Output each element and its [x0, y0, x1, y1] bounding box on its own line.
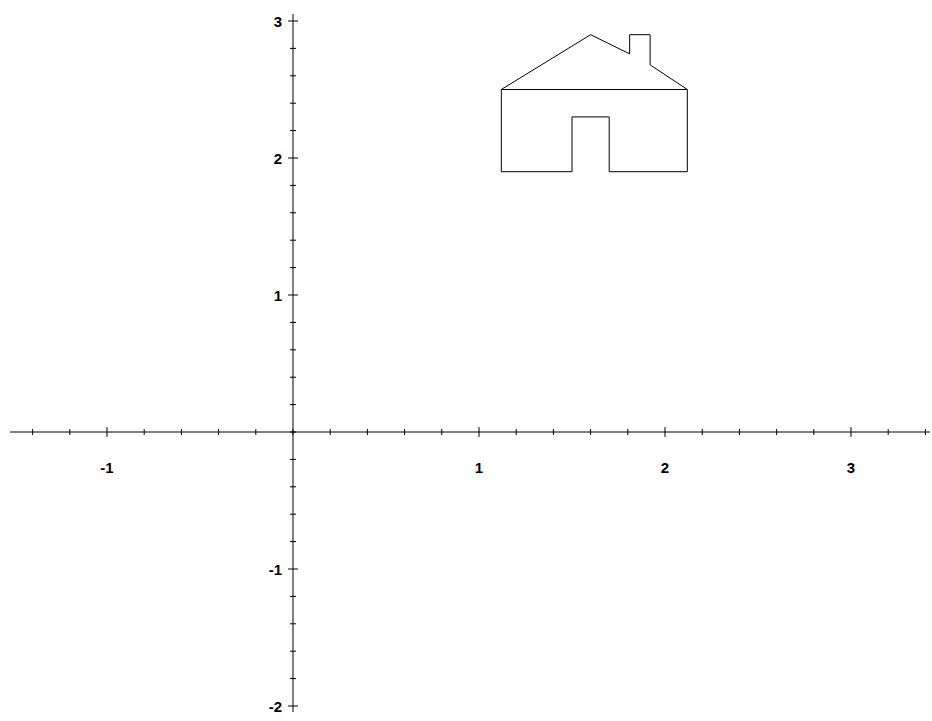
x-axis: [10, 432, 930, 433]
x-tick: [627, 429, 628, 435]
x-tick: [441, 429, 442, 435]
x-tick: [479, 427, 480, 437]
y-tick: [290, 103, 296, 104]
x-tick: [404, 429, 405, 435]
x-tick-label: 3: [847, 460, 855, 475]
x-tick: [553, 429, 554, 435]
x-tick-label: 1: [475, 460, 483, 475]
x-tick: [516, 429, 517, 435]
y-tick: [288, 706, 298, 707]
x-tick: [32, 429, 33, 435]
y-tick: [290, 240, 296, 241]
y-tick-label: 2: [274, 151, 282, 166]
y-tick: [290, 486, 296, 487]
y-tick: [290, 432, 296, 433]
x-tick: [776, 429, 777, 435]
y-tick: [290, 678, 296, 679]
x-tick: [702, 429, 703, 435]
x-tick: [330, 429, 331, 435]
y-tick-label: -2: [269, 699, 282, 714]
y-tick: [290, 377, 296, 378]
y-tick: [290, 267, 296, 268]
x-tick-label: 2: [661, 460, 669, 475]
x-tick: [813, 429, 814, 435]
x-tick: [69, 429, 70, 435]
x-tick: [851, 427, 852, 437]
y-tick: [290, 541, 296, 542]
y-tick: [290, 623, 296, 624]
y-tick: [290, 322, 296, 323]
y-tick: [290, 651, 296, 652]
x-tick: [218, 429, 219, 435]
y-tick: [290, 349, 296, 350]
x-tick: [181, 429, 182, 435]
y-tick: [288, 21, 298, 22]
y-tick: [290, 212, 296, 213]
x-tick-label: -1: [100, 460, 113, 475]
y-tick: [288, 295, 298, 296]
x-tick: [665, 427, 666, 437]
y-axis: [293, 14, 294, 712]
y-tick: [290, 48, 296, 49]
y-tick-label: -1: [269, 562, 282, 577]
y-tick: [290, 596, 296, 597]
house-roof: [501, 35, 687, 90]
x-tick: [107, 427, 108, 437]
y-tick: [290, 514, 296, 515]
x-tick: [888, 429, 889, 435]
x-tick: [367, 429, 368, 435]
y-tick: [288, 569, 298, 570]
house-body: [501, 90, 687, 172]
y-tick: [290, 75, 296, 76]
x-tick: [144, 429, 145, 435]
x-tick: [925, 429, 926, 435]
x-tick: [590, 429, 591, 435]
y-tick-label: 3: [274, 14, 282, 29]
y-tick: [290, 185, 296, 186]
y-tick-label: 1: [274, 288, 282, 303]
y-tick: [288, 158, 298, 159]
y-tick: [290, 459, 296, 460]
x-tick: [739, 429, 740, 435]
x-tick: [255, 429, 256, 435]
y-tick: [290, 404, 296, 405]
y-tick: [290, 130, 296, 131]
